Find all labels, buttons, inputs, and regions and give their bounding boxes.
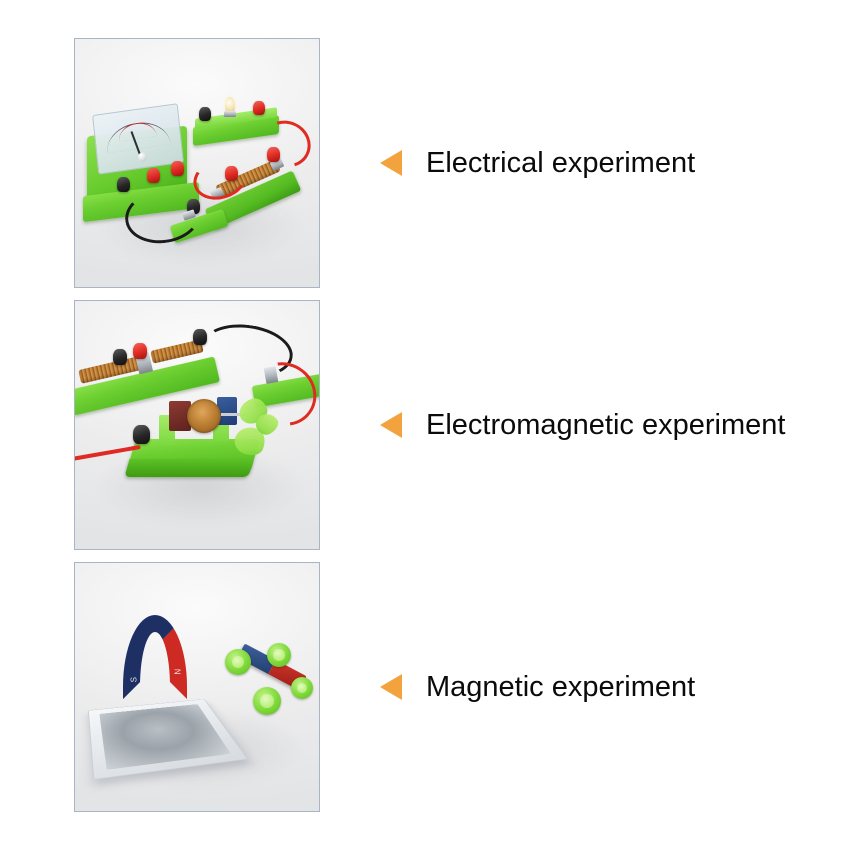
feature-row-electromagnetic: Electromagnetic experiment — [0, 300, 850, 550]
motor-magnet-red — [169, 401, 191, 431]
motor-shaft — [221, 413, 245, 416]
caption-magnetic: Magnetic experiment — [380, 562, 695, 812]
rheostat-terminal-red-2 — [225, 166, 238, 181]
meter-terminal-red-2 — [171, 161, 184, 176]
lamp-clip — [224, 111, 236, 117]
motor-magnet-blue — [217, 397, 237, 425]
magnet-pole-label-south: S — [129, 676, 139, 683]
meter-face — [92, 103, 184, 175]
rheostat-terminal-red-1 — [267, 147, 280, 162]
photo-stage — [75, 39, 319, 287]
cart-wheel-front-left — [253, 687, 281, 715]
feature-row-magnetic: S N Magnetic experiment — [0, 562, 850, 812]
motor-base-front — [124, 459, 254, 477]
photo-panel-electrical[interactable] — [74, 38, 320, 288]
magnet-pole-label-north: N — [173, 668, 183, 675]
lamp-terminal-black — [199, 107, 211, 121]
meter-terminal-black — [117, 177, 130, 192]
left-triangle-icon — [380, 412, 402, 438]
left-triangle-icon — [380, 150, 402, 176]
horseshoe-magnet-north-pole — [123, 615, 187, 699]
feature-label-electrical: Electrical experiment — [426, 146, 696, 179]
feature-label-electromagnetic: Electromagnetic experiment — [426, 408, 786, 441]
cart-wheel-front-right — [291, 677, 313, 699]
iron-filings-surface — [99, 703, 232, 771]
feature-row-electrical: Electrical experiment — [0, 38, 850, 288]
meter-zero-screw — [137, 151, 148, 163]
cart-wheel-rear-right — [267, 643, 291, 667]
motor-armature — [187, 399, 221, 433]
meter-terminal-red-1 — [147, 168, 160, 183]
caption-electromagnetic: Electromagnetic experiment — [380, 300, 785, 550]
rheostat-back-terminal-red — [133, 343, 147, 359]
lamp-bulb — [225, 97, 235, 113]
cart-wheel-rear-left — [225, 649, 251, 675]
rheostat-back-terminal-black-2 — [193, 329, 207, 345]
rheostat-back-terminal-black — [113, 349, 127, 365]
photo-stage — [75, 301, 319, 549]
left-triangle-icon — [380, 674, 402, 700]
photo-panel-magnetic[interactable]: S N — [74, 562, 320, 812]
feature-label-magnetic: Magnetic experiment — [426, 670, 696, 703]
photo-stage: S N — [75, 563, 319, 811]
lamp-terminal-red — [253, 101, 265, 115]
caption-electrical: Electrical experiment — [380, 38, 695, 288]
motor-terminal-black — [133, 425, 150, 444]
photo-panel-electromagnetic[interactable] — [74, 300, 320, 550]
